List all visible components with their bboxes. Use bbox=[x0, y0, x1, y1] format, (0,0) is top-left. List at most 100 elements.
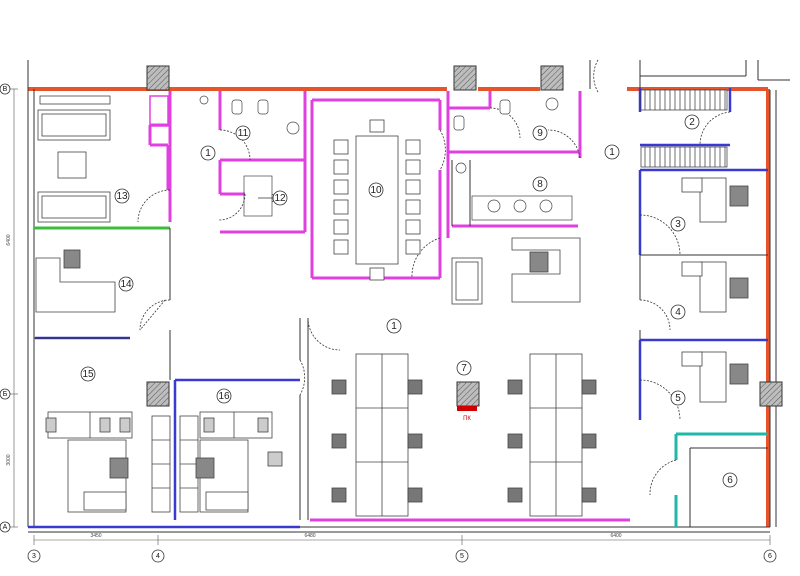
room-number: 8 bbox=[537, 179, 543, 190]
room-label-circle bbox=[670, 390, 686, 406]
room-label-circle bbox=[670, 304, 686, 320]
room-label-10: 10 bbox=[368, 182, 384, 198]
room-label-circle bbox=[456, 360, 472, 376]
offices-3-5-furniture bbox=[681, 177, 749, 403]
dimension-left-1: 6400 bbox=[6, 234, 12, 245]
room-label-12: 12 bbox=[272, 190, 288, 206]
dimension-bottom-3: 6400 bbox=[610, 533, 621, 539]
room-number: 7 bbox=[461, 363, 467, 374]
room-label-circle bbox=[604, 144, 620, 160]
room-label-5: 5 bbox=[670, 390, 686, 406]
chair bbox=[257, 417, 269, 433]
office-chair bbox=[407, 487, 423, 503]
room-number: 1 bbox=[609, 147, 615, 158]
room-number: 12 bbox=[274, 193, 286, 204]
room-label-circle bbox=[532, 125, 548, 141]
room-label-circle bbox=[722, 472, 738, 488]
room-label-6: 6 bbox=[722, 472, 738, 488]
conference-chair bbox=[333, 219, 349, 235]
conference-chair bbox=[405, 139, 421, 155]
room-label-15: 15 bbox=[80, 366, 96, 382]
room-number: 4 bbox=[675, 307, 681, 318]
office-15-16-furniture bbox=[45, 411, 283, 513]
room-number: 13 bbox=[116, 191, 128, 202]
conference-chair bbox=[405, 219, 421, 235]
conference-chair bbox=[333, 199, 349, 215]
room-label-13: 13 bbox=[114, 188, 130, 204]
office-chair bbox=[507, 379, 523, 395]
pink-partitions bbox=[148, 91, 630, 522]
building-outline bbox=[27, 60, 790, 533]
office-chair bbox=[407, 379, 423, 395]
conference-chair bbox=[333, 159, 349, 175]
office-chair bbox=[195, 457, 215, 479]
interior-lines bbox=[34, 160, 768, 527]
room-label-circle bbox=[670, 216, 686, 232]
office-chair bbox=[581, 487, 597, 503]
sanitary-fixtures bbox=[199, 95, 573, 221]
office-chair bbox=[507, 487, 523, 503]
conference-chair bbox=[369, 119, 385, 133]
office-chair bbox=[581, 433, 597, 449]
room-label-circle bbox=[272, 190, 288, 206]
room-label-9: 9 bbox=[532, 125, 548, 141]
room-number: 1 bbox=[205, 148, 211, 159]
stair-hatch bbox=[640, 89, 728, 168]
conference-chair bbox=[333, 139, 349, 155]
axis-bottom-6: 6 bbox=[768, 553, 772, 560]
sofa bbox=[37, 109, 111, 141]
sofa bbox=[37, 191, 111, 223]
room-label-1: 1 bbox=[200, 145, 216, 161]
office-chair bbox=[331, 487, 347, 503]
axis-left-a: A bbox=[3, 524, 8, 531]
conference-chair bbox=[405, 199, 421, 215]
office-chair bbox=[581, 379, 597, 395]
axis-left-b: B bbox=[3, 86, 8, 93]
dimension-texts: 3450 6480 6400 6400 3000 bbox=[6, 234, 622, 539]
fire-hydrant-label: ПК bbox=[463, 416, 471, 422]
room-label-8: 8 bbox=[532, 176, 548, 192]
office-chair bbox=[729, 185, 749, 207]
room-label-circle bbox=[114, 188, 130, 204]
chair bbox=[203, 417, 215, 433]
chair bbox=[119, 417, 131, 433]
office-chair bbox=[331, 433, 347, 449]
room-label-circle bbox=[368, 182, 384, 198]
office-chair bbox=[729, 277, 749, 299]
coffee-table bbox=[57, 151, 87, 179]
office-chair bbox=[331, 379, 347, 395]
room-label-11: 11 bbox=[235, 125, 251, 141]
conference-chair bbox=[405, 179, 421, 195]
chair bbox=[45, 417, 57, 433]
grid-axes: 3 4 5 6 B Б A bbox=[0, 83, 777, 563]
conference-chair bbox=[369, 267, 385, 281]
dimension-bottom-1: 3450 bbox=[90, 533, 101, 539]
office-14-furniture bbox=[35, 249, 116, 313]
room-label-circle bbox=[216, 388, 232, 404]
conference-chair bbox=[333, 179, 349, 195]
accent-walls bbox=[34, 226, 768, 527]
dimension-lines bbox=[10, 88, 771, 545]
room-label-3: 3 bbox=[670, 216, 686, 232]
room-label-circle bbox=[386, 318, 402, 334]
office-chair bbox=[109, 457, 129, 479]
room-label-circle bbox=[80, 366, 96, 382]
dimension-bottom-2: 6480 bbox=[304, 533, 315, 539]
room-label-14: 14 bbox=[118, 276, 134, 292]
ventilation-shaft bbox=[149, 95, 169, 127]
conference-table bbox=[355, 135, 399, 265]
conference-furniture bbox=[333, 119, 421, 281]
axis-bottom-5: 5 bbox=[460, 553, 464, 560]
office-chair bbox=[529, 251, 549, 273]
room-number: 9 bbox=[537, 128, 543, 139]
room-number: 11 bbox=[238, 128, 249, 139]
conference-chair bbox=[333, 239, 349, 255]
room-label-16: 16 bbox=[216, 388, 232, 404]
room-number: 16 bbox=[218, 391, 230, 402]
lounge-furniture bbox=[37, 95, 111, 223]
room-number: 5 bbox=[675, 393, 681, 404]
room-label-circle bbox=[684, 114, 700, 130]
conference-chair bbox=[405, 239, 421, 255]
room-number: 10 bbox=[370, 185, 382, 196]
